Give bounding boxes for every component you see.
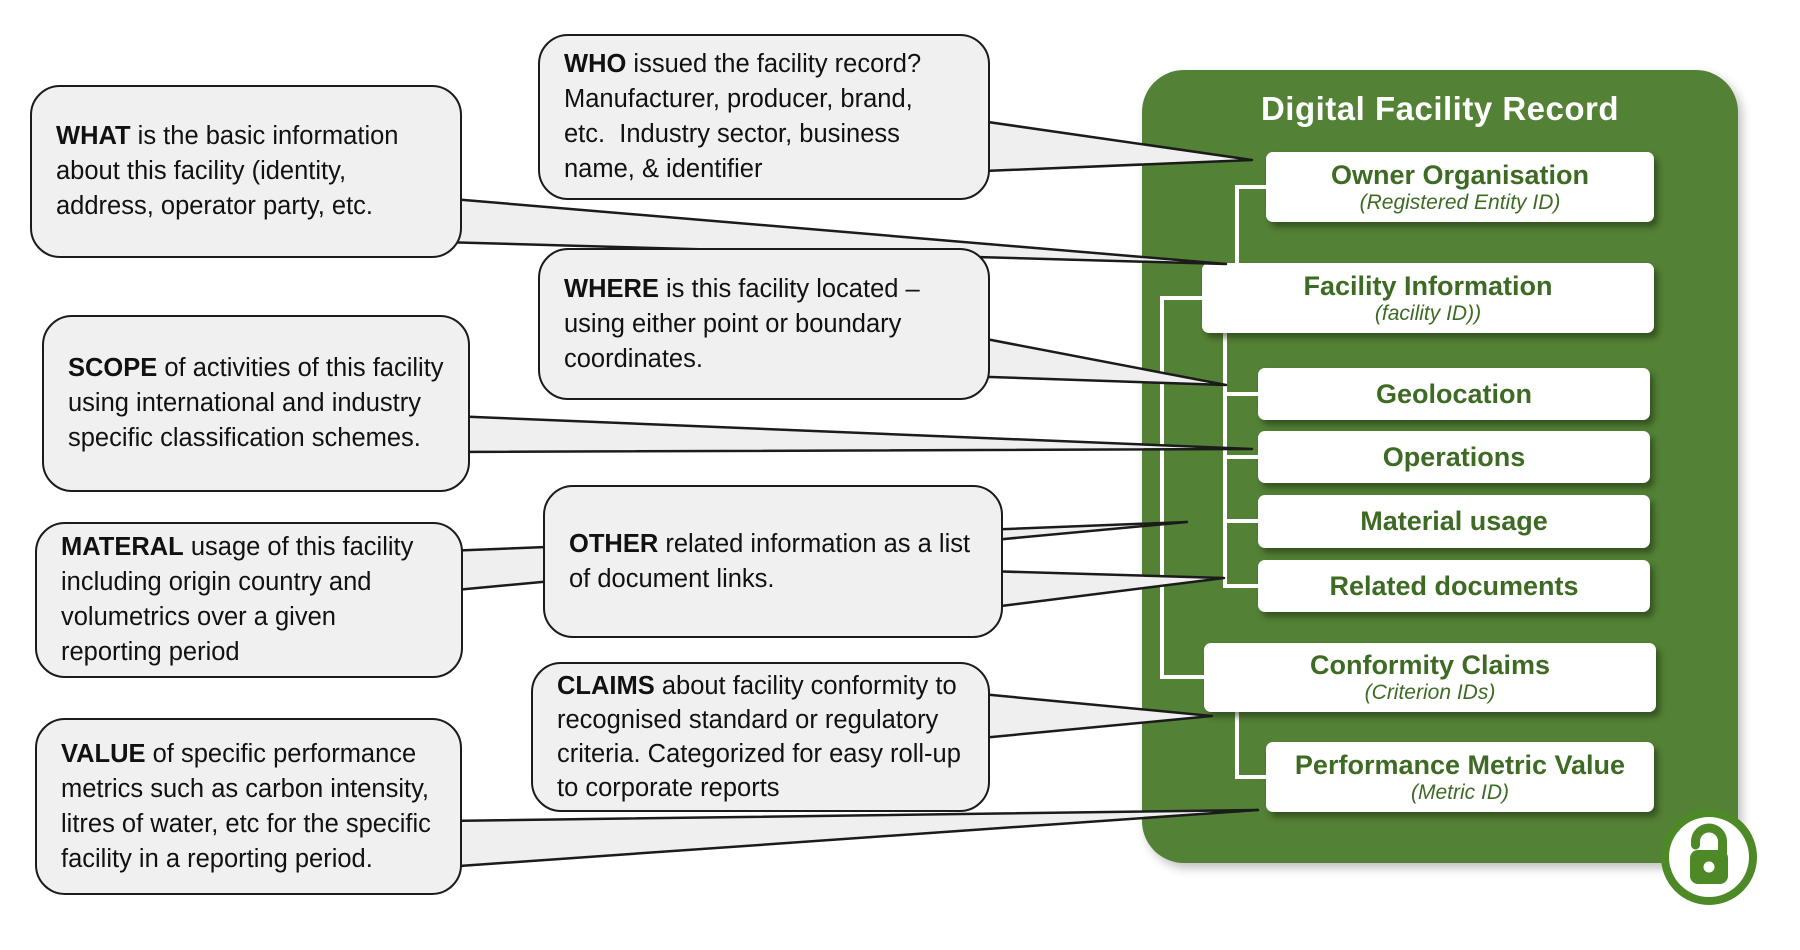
callout-text: VALUE of specific performance metrics su…: [61, 739, 431, 873]
connector-line: [1160, 296, 1206, 300]
callout-lead-word: MATERAL: [61, 533, 184, 561]
record-box-geolocation: Geolocation: [1258, 368, 1650, 420]
panel-title: Digital Facility Record: [1260, 90, 1620, 127]
record-box-subtitle: (Metric ID): [1411, 780, 1509, 804]
callout-text: OTHER related information as a list of d…: [569, 529, 971, 593]
record-box-subtitle: (Registered Entity ID): [1359, 190, 1561, 214]
connector-line: [1223, 584, 1262, 588]
record-box-operations: Operations: [1258, 431, 1650, 483]
connector-line: [1223, 392, 1262, 396]
callout-scope: SCOPE of activities of this facility usi…: [42, 315, 470, 492]
record-box-label: Facility Information: [1303, 270, 1553, 301]
callout-value: VALUE of specific performance metrics su…: [35, 718, 462, 895]
record-box-label: Operations: [1382, 441, 1526, 472]
connector-line: [1160, 296, 1164, 679]
callout-lead-word: VALUE: [61, 739, 146, 768]
connector-line: [1160, 675, 1208, 679]
connector-line: [1235, 185, 1239, 265]
record-box-facility-information: Facility Information (facility ID)): [1202, 263, 1654, 333]
callout-pointer-value: [443, 808, 1260, 869]
record-box-label: Material usage: [1360, 506, 1548, 536]
open-padlock-icon: [1661, 809, 1757, 905]
connector-line: [1235, 712, 1239, 777]
connector-line: [1235, 775, 1266, 779]
callout-what: WHAT is the basic information about this…: [30, 85, 462, 258]
callout-lead-word: WHO: [564, 50, 627, 78]
connector-line: [1223, 519, 1262, 523]
record-box-label: Related documents: [1329, 570, 1579, 601]
record-box-material-usage: Material usage: [1258, 495, 1650, 548]
callout-lead-word: OTHER: [569, 529, 659, 558]
callout-text: MATERAL usage of this facility including…: [61, 533, 414, 666]
record-box-subtitle: (facility ID)): [1374, 301, 1482, 325]
callout-other: OTHER related information as a list of d…: [543, 485, 1003, 638]
record-box-subtitle: (Criterion IDs): [1364, 681, 1496, 704]
record-box-label: Conformity Claims: [1309, 650, 1551, 680]
callout-lead-word: WHAT: [56, 122, 131, 150]
callout-where: WHERE is this facility located – using e…: [538, 248, 990, 400]
callout-lead-word: WHERE: [564, 274, 659, 303]
callout-lead-word: CLAIMS: [557, 672, 655, 700]
record-box-label: Owner Organisation: [1330, 159, 1590, 190]
callout-text: WHO issued the facility record? Manufact…: [564, 50, 922, 183]
record-box-performance-metric-value: Performance Metric Value (Metric ID): [1266, 742, 1664, 822]
record-box-owner-organisation: Owner Organisation (Registered Entity ID…: [1266, 152, 1654, 222]
callout-text: SCOPE of activities of this facility usi…: [68, 354, 444, 452]
callout-lead-word: SCOPE: [68, 354, 158, 382]
record-box-label: Performance Metric Value: [1294, 749, 1626, 780]
callout-text: CLAIMS about facility conformity to reco…: [557, 672, 961, 802]
record-box-label: Geolocation: [1375, 378, 1532, 409]
connector-line: [1223, 455, 1262, 459]
callout-text: WHAT is the basic information about this…: [56, 122, 399, 220]
callout-text: WHERE is this facility located – using e…: [564, 274, 920, 373]
callout-pointer-scope: [448, 414, 1254, 454]
record-box-conformity-claims: Conformity Claims (Criterion IDs): [1204, 643, 1666, 722]
record-box-related-documents: Related documents: [1258, 560, 1650, 612]
callout-material: MATERAL usage of this facility including…: [35, 522, 463, 678]
callout-claims: CLAIMS about facility conformity to reco…: [531, 662, 990, 812]
connector-line: [1235, 185, 1266, 189]
callout-who: WHO issued the facility record? Manufact…: [538, 34, 990, 200]
connector-line: [1223, 333, 1227, 588]
